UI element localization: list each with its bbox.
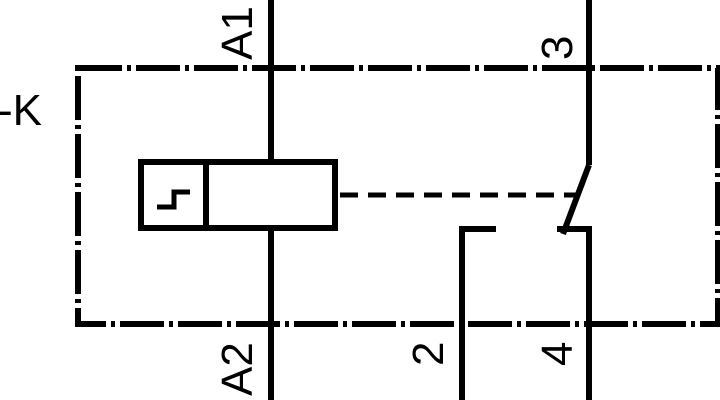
terminal-2-label: 2 xyxy=(404,342,453,366)
terminal-a1-label: A1 xyxy=(213,6,262,60)
device-tag: -K xyxy=(0,86,42,135)
terminal-a2-label: A2 xyxy=(213,342,262,396)
contact-wire-2 xyxy=(459,226,496,400)
device-enclosure xyxy=(75,65,720,327)
terminal-4-label: 4 xyxy=(533,342,582,366)
switch-blade xyxy=(560,163,592,236)
relay-coil xyxy=(138,159,338,231)
contact-wire-4 xyxy=(557,226,592,400)
timer-step-icon xyxy=(157,189,190,210)
terminal-3-label: 3 xyxy=(533,36,582,60)
